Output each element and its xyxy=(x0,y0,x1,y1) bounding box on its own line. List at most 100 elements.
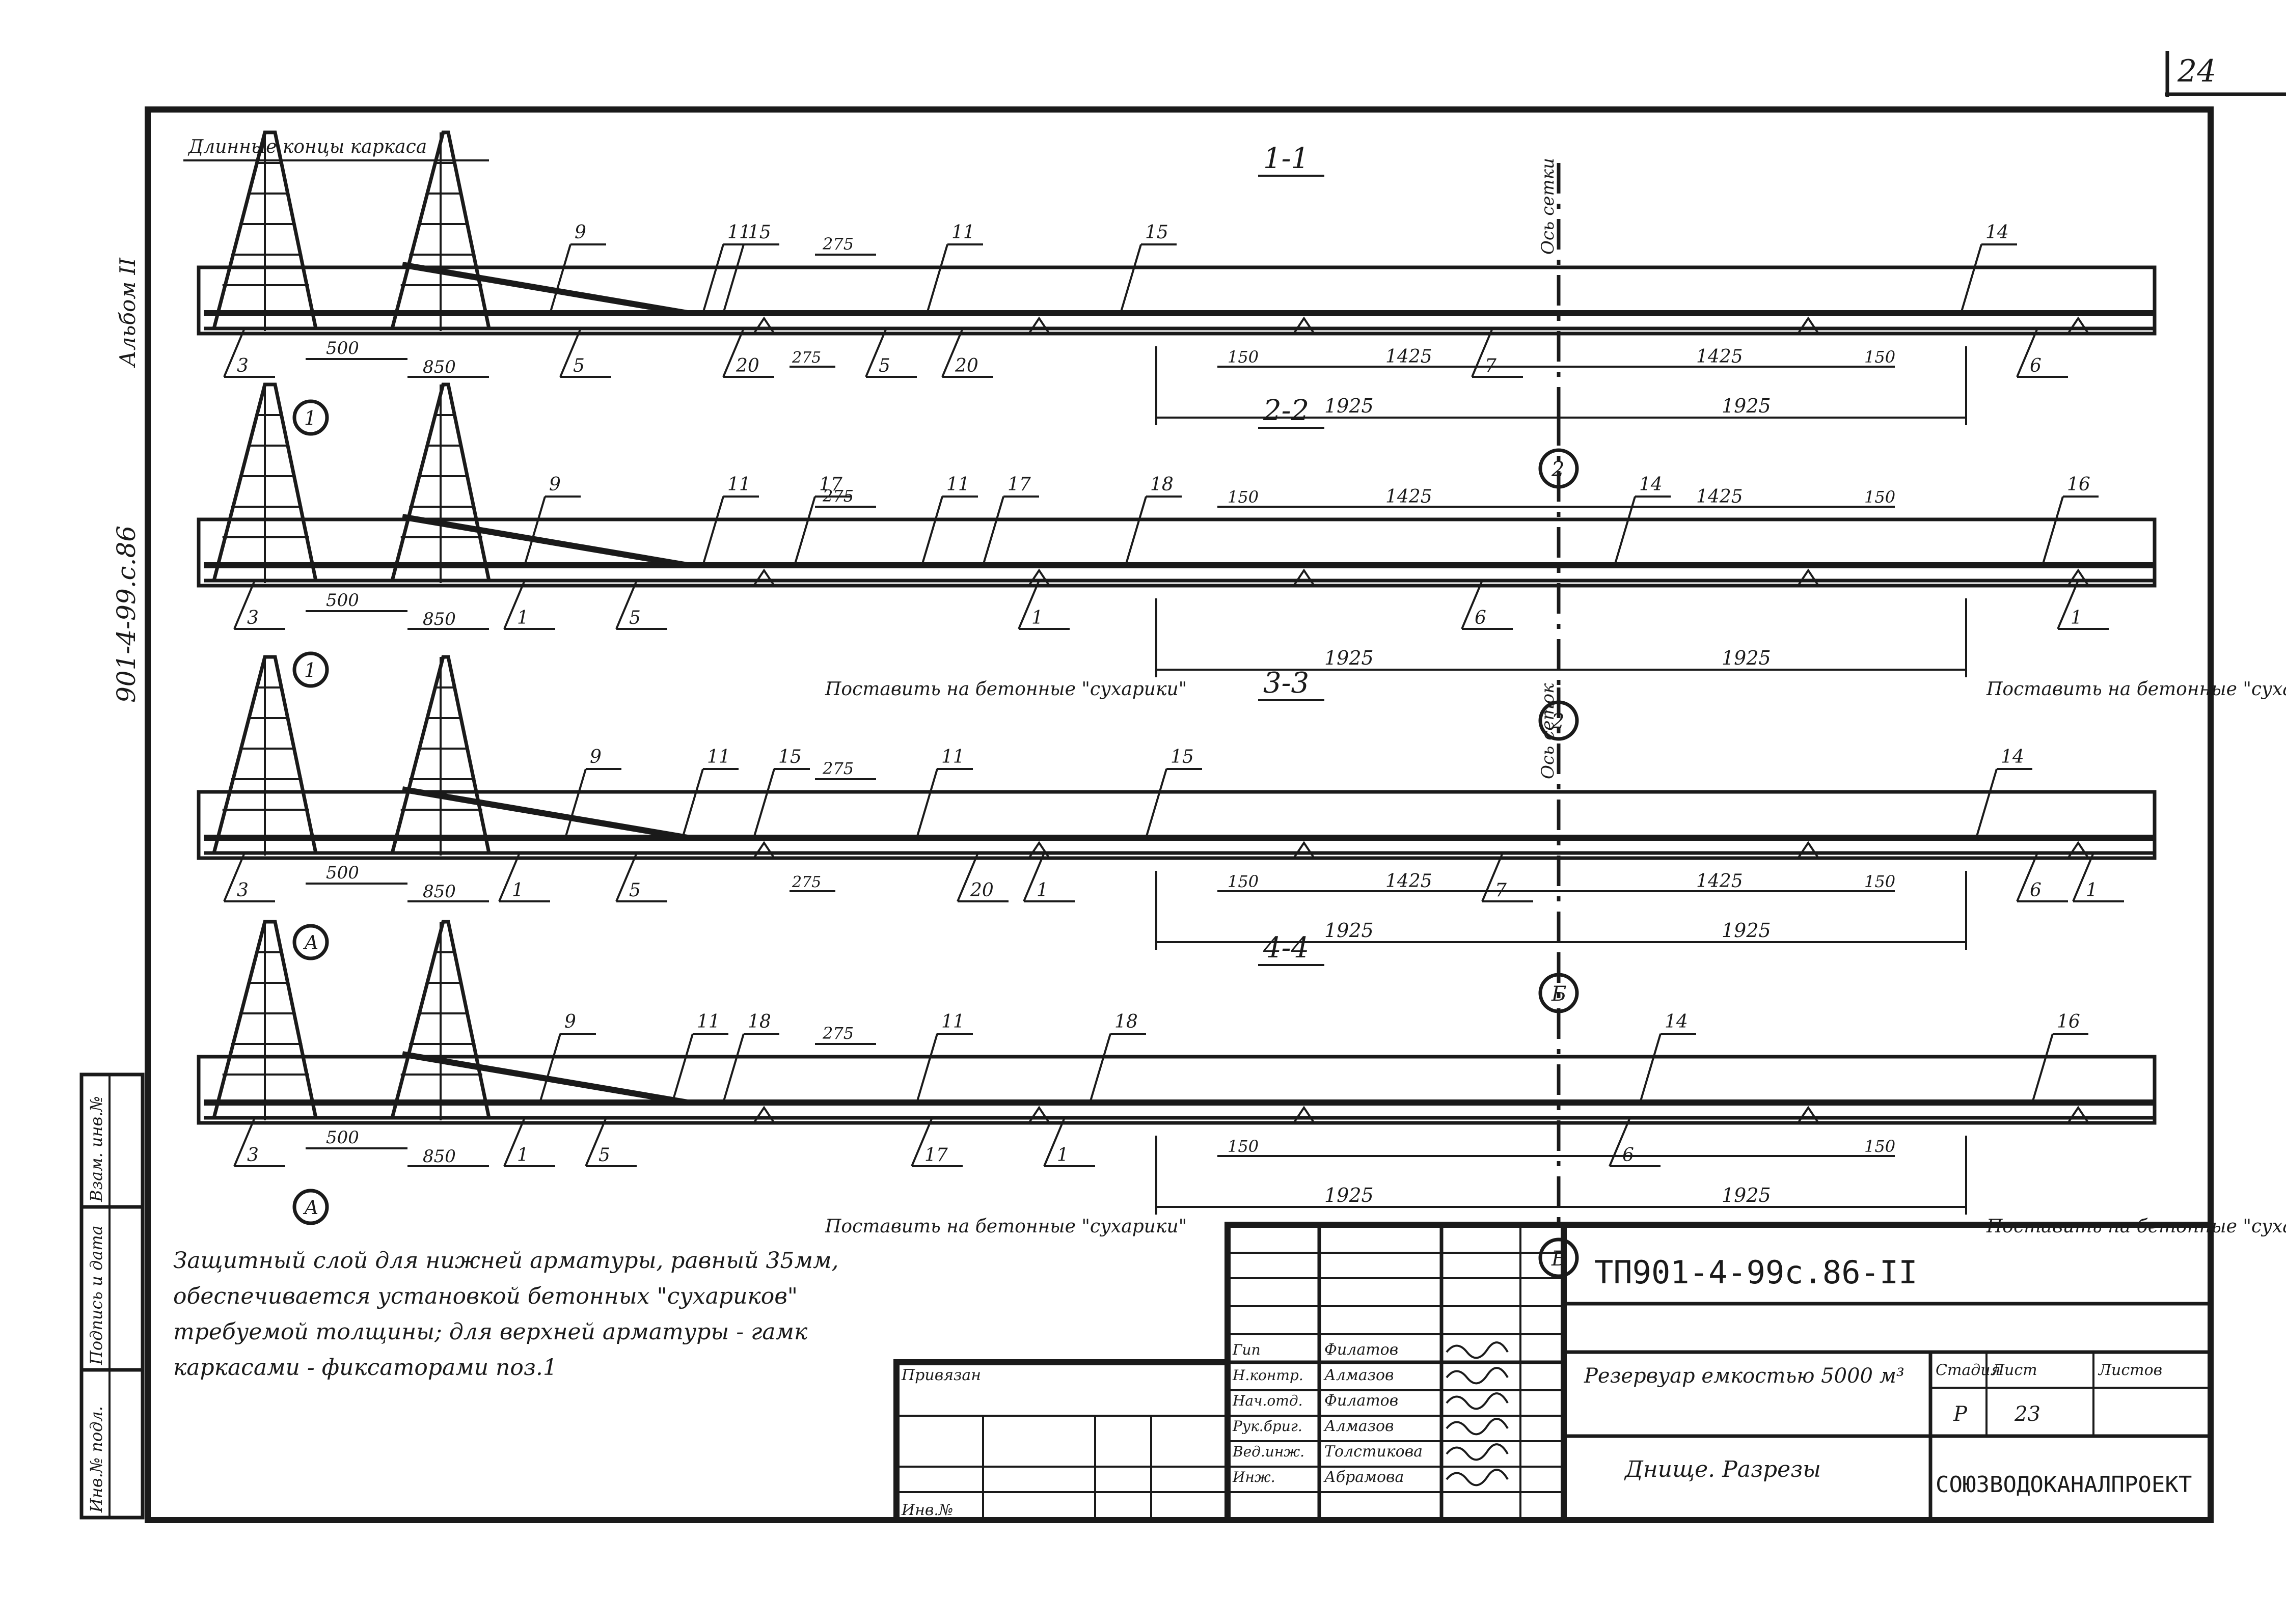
lower-leader-line xyxy=(722,328,745,377)
dim-850: 850 xyxy=(423,1146,456,1167)
chair-mark xyxy=(1028,568,1050,587)
lower-leader-line xyxy=(957,852,979,902)
signature-mark xyxy=(1446,1418,1509,1436)
lower-leader-label: 5 xyxy=(598,1145,610,1166)
lower-leader-label: 5 xyxy=(629,880,641,901)
upper-leader-label: 18 xyxy=(1150,474,1174,495)
role-label: Рук.бриг. xyxy=(1232,1418,1302,1435)
lower-leader-label: 3 xyxy=(247,608,259,628)
section-title: 3-3 xyxy=(1263,667,1309,700)
chair-mark xyxy=(1293,568,1315,587)
diagonal-bar xyxy=(401,262,689,316)
upper-leader-label: 11 xyxy=(727,222,751,243)
upper-leader-label: 15 xyxy=(748,222,771,243)
upper-leader-line xyxy=(564,768,587,838)
role-name: Филатов xyxy=(1324,1341,1398,1359)
lower-leader-label: 1 xyxy=(2071,608,2082,628)
diagonal-bar xyxy=(401,1051,689,1106)
general-note-line-0: Защитный слой для нижней арматуры, равны… xyxy=(173,1248,839,1274)
note-long-ends: Длинные концы каркаса xyxy=(187,136,427,157)
chair-mark xyxy=(1028,841,1050,859)
dim-1925-right: 1925 xyxy=(1722,647,1771,669)
upper-leader-label: 11 xyxy=(697,1011,720,1032)
upper-leader-line xyxy=(1975,768,1998,838)
role-name: Алмазов xyxy=(1323,1366,1394,1384)
lower-leader-line xyxy=(911,1117,933,1167)
cage-0 xyxy=(212,920,318,1118)
lower-leader-line xyxy=(223,852,246,902)
dim-850: 850 xyxy=(423,882,456,902)
role-label: Нач.отд. xyxy=(1232,1392,1302,1409)
upper-leader-line xyxy=(682,768,704,838)
upper-leader-label: 9 xyxy=(564,1011,576,1032)
upper-leader-line xyxy=(916,1033,938,1103)
stamp-cell-0: Взам. инв.№ xyxy=(87,1096,106,1202)
sheet-value: 23 xyxy=(2014,1402,2040,1426)
stage-value: Р xyxy=(1953,1402,1968,1426)
role-name: Толстикова xyxy=(1324,1443,1423,1461)
lower-leader-label: 5 xyxy=(629,608,641,628)
lower-leader-line xyxy=(503,580,526,629)
section-marker: А xyxy=(303,931,319,954)
section-marker-circle xyxy=(292,399,329,436)
upper-leader-line xyxy=(794,496,816,566)
stage-label: Стадия xyxy=(1936,1361,2001,1379)
lower-leader-line xyxy=(615,580,638,629)
role-name: Абрамова xyxy=(1323,1468,1404,1486)
dim-150-right: 150 xyxy=(1864,347,1895,367)
axis-marker-circle xyxy=(1538,1237,1579,1278)
section-marker-circle xyxy=(292,651,329,688)
signature-mark xyxy=(1446,1341,1509,1359)
note-chairs-left: Поставить на бетонные "сухарики" xyxy=(825,1216,1187,1237)
upper-leader-label: 15 xyxy=(1171,747,1194,767)
chair-mark xyxy=(753,568,775,587)
sheets-label: Листов xyxy=(2098,1361,2162,1379)
lower-leader-label: 5 xyxy=(573,355,585,376)
upper-leader-line xyxy=(1614,496,1636,566)
dim-150-left: 150 xyxy=(1228,1137,1259,1156)
dim-150-right: 150 xyxy=(1864,872,1895,891)
dim-1925-right: 1925 xyxy=(1722,1184,1771,1206)
upper-leader-line xyxy=(702,244,724,314)
upper-leader-line xyxy=(671,1033,694,1103)
upper-leader-label: 15 xyxy=(778,747,802,767)
dim-150-right: 150 xyxy=(1864,1137,1895,1156)
inv-label: Инв.№ xyxy=(901,1501,953,1519)
chair-mark xyxy=(1293,841,1315,859)
dim-500: 500 xyxy=(326,590,359,611)
upper-leader-label: 9 xyxy=(590,747,602,767)
diagonal-bar xyxy=(401,786,689,841)
chair-mark xyxy=(1797,1106,1819,1124)
role-label: Гип xyxy=(1232,1341,1261,1358)
cage-0 xyxy=(212,130,318,329)
dim-1425-right: 1425 xyxy=(1696,346,1743,367)
dim-850: 850 xyxy=(423,357,456,377)
upper-leader-line xyxy=(1960,244,1982,314)
chair-mark xyxy=(1797,568,1819,587)
dim-275-top: 275 xyxy=(822,759,854,778)
lower-leader-line xyxy=(2057,580,2079,629)
upper-leader-line xyxy=(722,1033,745,1103)
lower-leader-line xyxy=(1481,852,1504,902)
lower-leader-label: 20 xyxy=(970,880,994,901)
dim-1925-left: 1925 xyxy=(1324,919,1374,942)
dim-1425-left: 1425 xyxy=(1385,871,1432,892)
upper-leader-label: 17 xyxy=(819,474,842,495)
lower-leader-label: 1 xyxy=(1057,1145,1069,1166)
chair-mark xyxy=(1797,316,1819,335)
dim-1425-left: 1425 xyxy=(1385,486,1432,507)
upper-leader-label: 14 xyxy=(1985,222,2009,243)
lower-leader-line xyxy=(585,1117,607,1167)
role-name: Филатов xyxy=(1324,1392,1398,1410)
upper-leader-line xyxy=(1639,1033,1662,1103)
chair-mark xyxy=(1028,316,1050,335)
upper-leader-line xyxy=(1089,1033,1111,1103)
note-chairs-right: Поставить на бетонные "сухарики" xyxy=(1986,679,2286,700)
section-marker-circle xyxy=(292,924,329,960)
chair-mark xyxy=(753,841,775,859)
